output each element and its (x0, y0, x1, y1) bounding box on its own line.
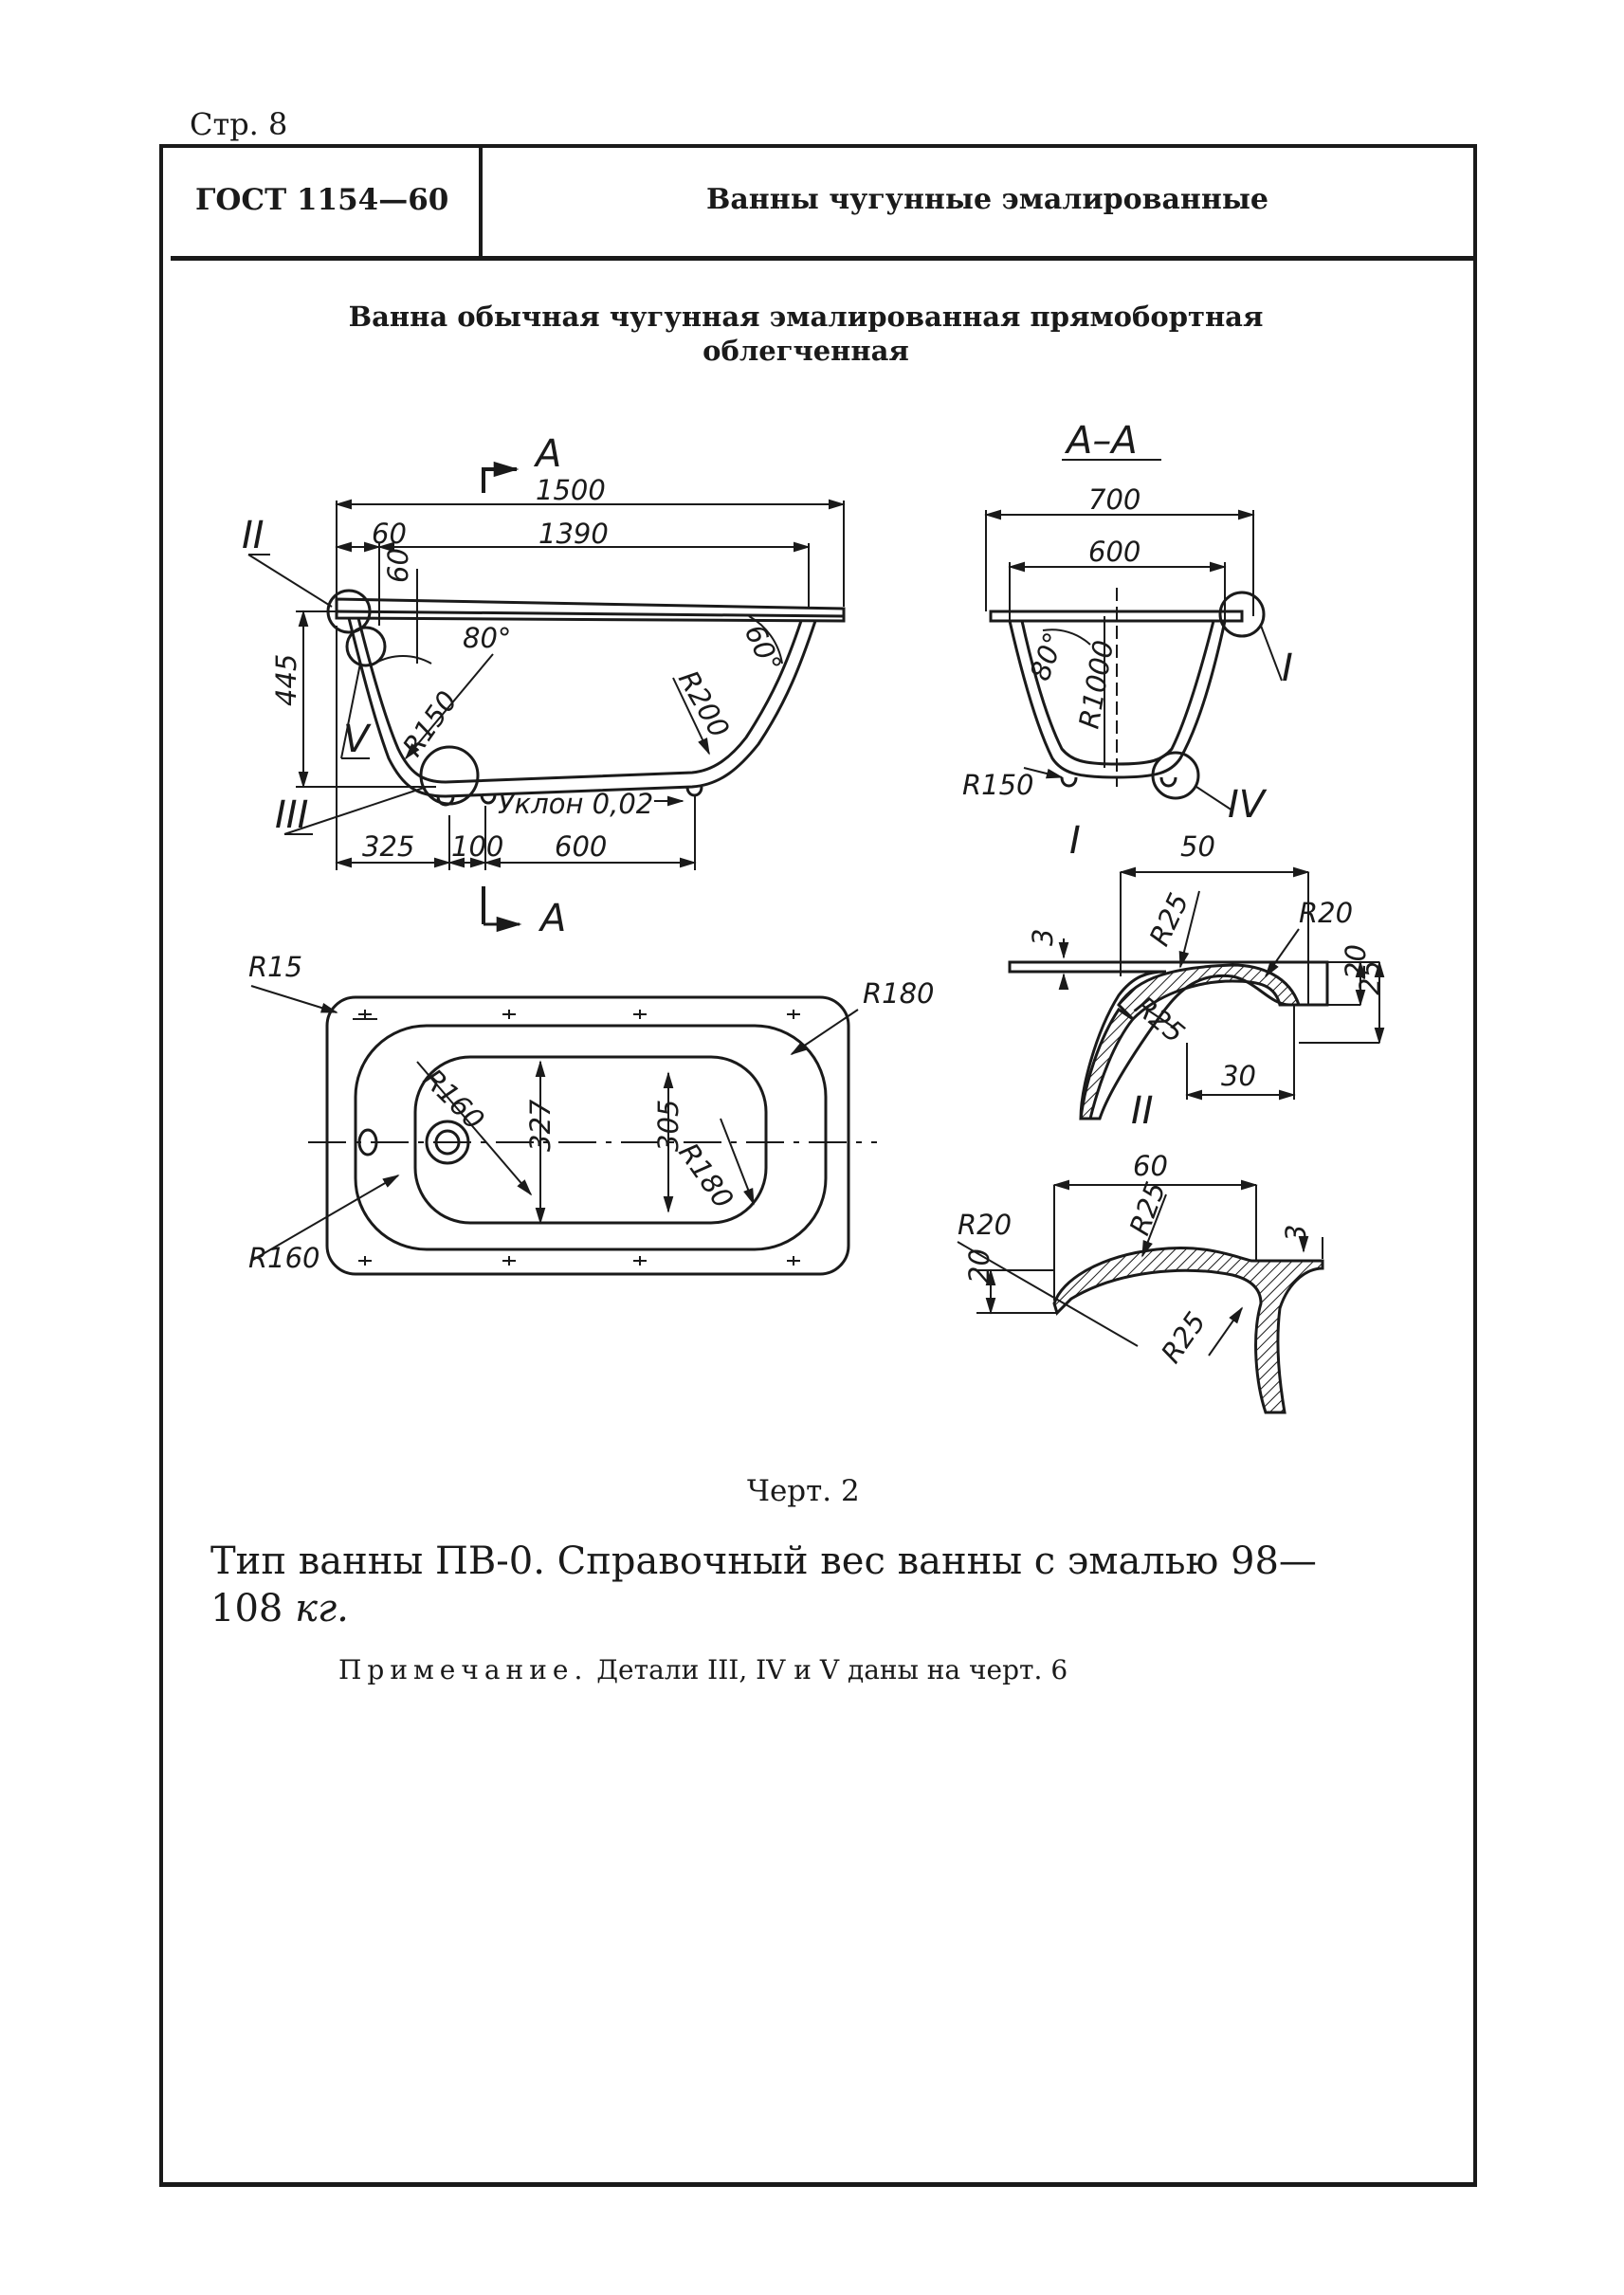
dim-60-left: 60 (372, 518, 407, 550)
angle-80-section: 80° (1024, 628, 1071, 684)
callout-iv: IV (1228, 783, 1268, 827)
radius-r160-bottom: R160 (248, 1242, 320, 1274)
dim-325: 325 (362, 830, 414, 863)
plan-view (250, 985, 877, 1276)
detail-ii-dim-r20: R20 (958, 1209, 1012, 1241)
section-mark-bottom: А (538, 897, 566, 940)
dim-60-vertical: 60 (382, 548, 414, 583)
detail-i-dim-20: 20 (1340, 944, 1372, 979)
header-rule (171, 256, 1477, 261)
type-text-line1: Тип ванны ПВ-0. Справочный вес ванны с э… (210, 1539, 1317, 1583)
radius-r150-side: R150 (396, 685, 464, 762)
slope-label: Уклон 0,02 (498, 788, 653, 820)
type-text-weight: 108 (210, 1587, 283, 1630)
note: Примечание. Детали III, IV и V даны на ч… (338, 1654, 1067, 1685)
dim-700: 700 (1088, 483, 1140, 516)
dim-600-bottom: 600 (555, 830, 607, 863)
dim-1390: 1390 (538, 518, 609, 550)
detail-ii-dim-60: 60 (1133, 1150, 1168, 1182)
detail-i-dim-25: 25 (1354, 960, 1386, 995)
detail-ii-label: II (1131, 1089, 1154, 1133)
section-aa-view (984, 459, 1283, 811)
radius-r160-top: R160 (417, 1063, 490, 1136)
callout-ii-side: II (242, 514, 265, 557)
dim-100: 100 (451, 830, 503, 863)
type-text-unit: кг. (295, 1587, 349, 1630)
page-number: Стр. 8 (190, 106, 288, 142)
callout-v: V (343, 718, 372, 761)
bath-type-text: Тип ванны ПВ-0. Справочный вес ванны с э… (210, 1538, 1424, 1632)
radius-r180-outer: R180 (863, 977, 935, 1010)
header-divider (479, 148, 483, 258)
radius-r15: R15 (248, 951, 302, 983)
section-mark-top: А (533, 432, 561, 476)
note-text: Детали III, IV и V даны на черт. 6 (596, 1654, 1068, 1685)
detail-ii-dim-r25-bottom: R25 (1155, 1306, 1213, 1369)
gost-number: ГОСТ 1154—60 (195, 183, 449, 217)
angle-80-left: 80° (463, 622, 511, 654)
radius-r1000: R1000 (1072, 638, 1120, 731)
detail-i-label: I (1069, 819, 1081, 863)
angle-60-right: 60° (739, 620, 789, 678)
drawing-title: Ванна обычная чугунная эмалированная пря… (348, 301, 1264, 367)
dim-600-section: 600 (1088, 536, 1140, 568)
dim-445: 445 (270, 654, 302, 706)
callout-iii: III (275, 793, 308, 837)
detail-i-dim-30: 30 (1221, 1060, 1256, 1092)
section-aa-label: А–А (1064, 419, 1138, 463)
radius-r150-section: R150 (962, 769, 1034, 801)
dim-1500: 1500 (536, 474, 606, 506)
side-view (247, 461, 846, 933)
detail-ii-dim-20: 20 (963, 1248, 995, 1284)
dim-327: 327 (524, 1099, 557, 1152)
detail-i-dim-3: 3 (1027, 929, 1059, 946)
detail-ii-dim-r25-top: R25 (1123, 1177, 1172, 1239)
detail-ii-dim-3: 3 (1280, 1225, 1312, 1242)
detail-i (1008, 866, 1385, 1120)
dim-305: 305 (652, 1100, 684, 1152)
detail-i-dim-50: 50 (1180, 830, 1215, 863)
radius-r200-side: R200 (672, 665, 736, 743)
detail-i-dim-r20: R20 (1299, 897, 1353, 929)
page-frame (159, 144, 1477, 2187)
header-title: Ванны чугунные эмалированные (706, 183, 1269, 216)
callout-i-section: I (1282, 647, 1293, 690)
note-label: Примечание. (338, 1654, 589, 1685)
drawing-labels: А А 1500 60 1390 60 445 80° 60° R150 R20… (242, 419, 1386, 1369)
drawing-caption: Черт. 2 (747, 1474, 860, 1508)
detail-ii (957, 1179, 1324, 1414)
